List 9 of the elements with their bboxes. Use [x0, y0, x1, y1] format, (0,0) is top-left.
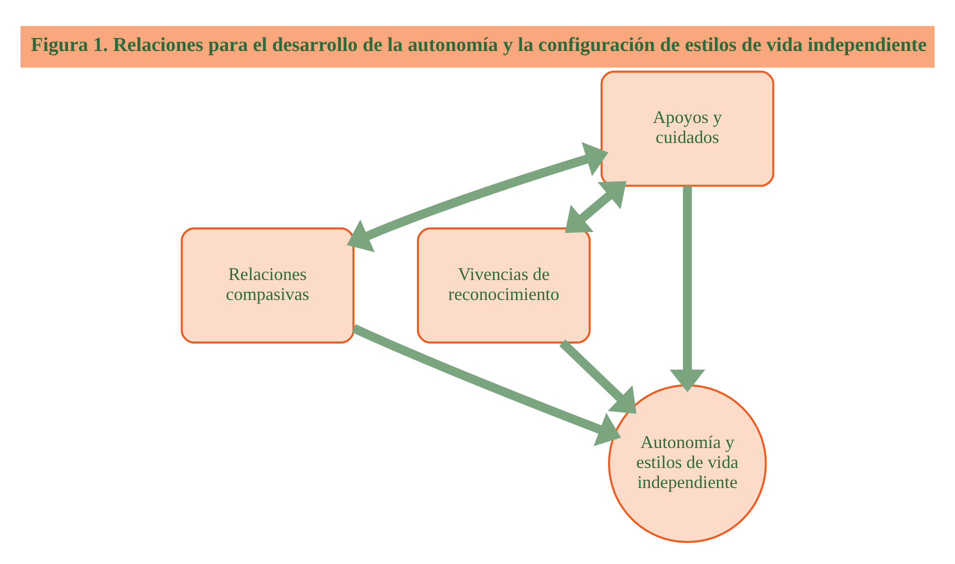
node-box: Vivencias de reconocimiento: [416, 227, 591, 344]
diagram-title: Figura 1. Relaciones para el desarrollo de la autonomía y la configuración de estilos de vida independiente: [30, 34, 927, 56]
arrow: [352, 324, 622, 446]
arrow: [559, 339, 636, 414]
node-box: Relaciones compasivas: [180, 227, 354, 344]
arrow: [346, 142, 608, 252]
arrow: [564, 181, 626, 233]
arrow: [670, 186, 706, 392]
node-box: Apoyos y cuidados: [600, 70, 774, 187]
